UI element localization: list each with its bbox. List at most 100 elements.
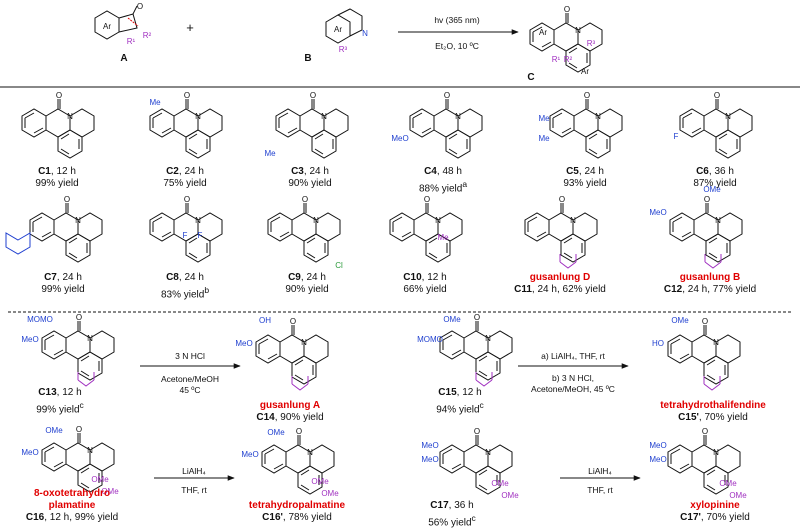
c16-ome-top: OMe — [45, 426, 63, 435]
reagent-a-ar: Ar — [103, 22, 111, 31]
c17p-structure-n-label: N — [713, 448, 719, 457]
c15-structure-n-label: N — [485, 334, 491, 343]
c17p-meo-2: MeO — [649, 455, 666, 464]
c15p-structure — [667, 324, 741, 385]
product-row1-1-o-label: O — [56, 91, 62, 100]
c15-momo: MOMO — [417, 335, 443, 344]
product-row2-3-n-label: N — [313, 216, 319, 225]
c14-oh: OH — [259, 316, 271, 325]
c6-f: F — [674, 132, 679, 141]
c2-me: Me — [149, 98, 161, 107]
product-row2-4-n-label: N — [435, 216, 441, 225]
arrow2-step-a: a) LiAlH₄, THF, rt — [541, 351, 605, 361]
conditions-light: hv (365 nm) — [434, 15, 480, 25]
c17-ome-2: OMe — [501, 491, 519, 500]
arrow3-solvent: THF, rt — [181, 485, 207, 495]
product-row1-3-n-label: N — [321, 112, 327, 121]
product-row2-6 — [669, 202, 743, 263]
c17-structure-n-label: N — [485, 448, 491, 457]
plus-sign: + — [186, 20, 194, 35]
c9-cl: Cl — [335, 261, 343, 270]
c8-f-2: F — [198, 231, 203, 240]
c14-structure-n-label: N — [301, 338, 307, 347]
product-row1-1 — [21, 98, 95, 159]
product-row2-3-o-label: O — [302, 195, 308, 204]
reagent-b-r3: R³ — [339, 45, 348, 54]
reagent-a-carbonyl — [132, 5, 138, 15]
product-c-r2: R² — [564, 55, 573, 64]
product-row2-4 — [389, 202, 463, 263]
c5-me-2: Me — [538, 134, 550, 143]
c13-meo: MeO — [21, 335, 38, 344]
product-row1-6-n-label: N — [725, 112, 731, 121]
product-row2-2-n-label: N — [195, 216, 201, 225]
product-row1-2-o-label: O — [184, 91, 190, 100]
c12-meo: MeO — [649, 208, 666, 217]
c15p-md-bridge — [703, 383, 721, 391]
c17p-structure-o-label: O — [702, 427, 708, 436]
product-row2-1 — [29, 202, 103, 263]
c14-md-bridge — [291, 383, 309, 391]
c16-structure-n-label: N — [87, 446, 93, 455]
product-row1-2 — [149, 98, 223, 159]
c11-md-bridge — [559, 261, 577, 269]
c15p-structure-n-label: N — [713, 338, 719, 347]
c12-ome: OMe — [703, 185, 721, 194]
product-row2-4-o-label: O — [424, 195, 430, 204]
product-c-r3: R³ — [587, 39, 596, 48]
c8-f-1: F — [183, 231, 188, 240]
label-a: A — [120, 53, 128, 64]
c16p-ome-top: OMe — [267, 428, 285, 437]
product-row2-5-o-label: O — [559, 195, 565, 204]
c14-structure-o-label: O — [290, 317, 296, 326]
c13-structure — [41, 320, 115, 381]
c16-meo: MeO — [21, 448, 38, 457]
product-row2-1-o-label: O — [64, 195, 70, 204]
product-row1-6 — [679, 98, 753, 159]
label-c: C — [527, 72, 535, 83]
c16p-structure-n-label: N — [307, 448, 313, 457]
c16-structure-o-label: O — [76, 425, 82, 434]
c15p-ho: HO — [652, 339, 664, 348]
c16-ome-2: OMe — [101, 487, 119, 496]
product-row1-4 — [409, 98, 483, 159]
c17-ome-1: OMe — [491, 479, 509, 488]
product-row1-1-n-label: N — [67, 112, 73, 121]
c4-meo: MeO — [391, 134, 408, 143]
c16-ome-1: OMe — [91, 475, 109, 484]
arrow2-step-b: b) 3 N HCl, — [551, 373, 595, 383]
c17-meo-1: MeO — [421, 441, 438, 450]
product-row1-3 — [275, 98, 349, 159]
c10-me: Me — [437, 233, 449, 242]
reagent-a-cleavage — [127, 17, 139, 27]
product-row2-6-o-label: O — [704, 195, 710, 204]
product-row2-2-o-label: O — [184, 195, 190, 204]
reagent-a-r1: R¹ — [127, 37, 136, 46]
c3-me: Me — [264, 149, 276, 158]
arrow1-temp: 45 ºC — [179, 385, 201, 395]
product-c-ar1: Ar — [539, 28, 547, 37]
c17p-ome-2: OMe — [729, 491, 747, 500]
reagent-a-r2: R² — [143, 31, 152, 40]
c12-md-bridge — [704, 261, 722, 269]
arrow2-step-b-cond: Acetone/MeOH, 45 ºC — [531, 384, 615, 394]
reagent-b-ar: Ar — [334, 25, 342, 34]
c5-me-1: Me — [538, 114, 550, 123]
product-row1-5-n-label: N — [595, 112, 601, 121]
arrow4-solvent: THF, rt — [587, 485, 613, 495]
product-row2-3 — [267, 202, 341, 263]
